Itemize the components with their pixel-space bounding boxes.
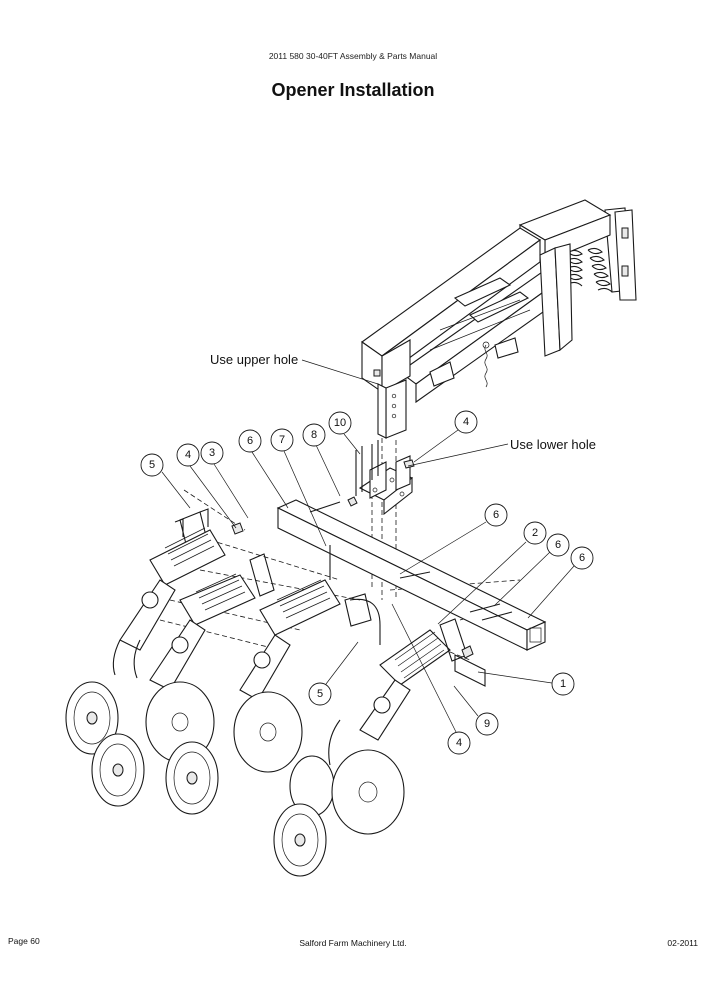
callout-15-label: 5 [317,688,323,700]
callout-13-label: 9 [484,718,490,730]
callout-11-label: 6 [579,552,585,564]
callout-11: 6 [527,546,594,619]
callout-0-label: 5 [149,459,155,471]
gauge-wheels-and-discs [65,681,405,877]
callout-14-label: 4 [456,737,462,749]
note-upper-hole-text: Use upper hole [210,352,298,367]
callout-1-label: 4 [185,449,191,461]
company-name: Salford Farm Machinery Ltd. [299,938,407,948]
bracket-plate-assembly [355,440,415,516]
callout-8-label: 6 [493,509,499,521]
callout-14: 4 [391,603,471,755]
callout-8: 6 [399,503,508,575]
callout-7-label: 4 [463,416,469,428]
note-lower-hole: Use lower hole [407,437,596,467]
callout-6-label: 10 [334,417,346,429]
callout-10-label: 6 [555,539,561,551]
callout-13: 9 [453,685,499,736]
callout-1: 4 [176,443,237,529]
toolbar-tube [231,496,547,651]
page-number: Page 60 [8,936,40,946]
callout-2: 3 [200,441,249,519]
opener-unit-right [328,618,486,766]
callout-6: 10 [328,411,361,455]
callout-5-label: 8 [311,429,317,441]
manual-header: 2011 580 30-40FT Assembly & Parts Manual [268,51,438,61]
note-lower-hole-text: Use lower hole [510,437,596,452]
opener-unit-mid-right [239,579,381,701]
opener-unit-mid-left [133,553,275,691]
note-upper-hole: Use upper hole [210,352,379,385]
callout-3-label: 6 [247,435,253,447]
callout-5: 8 [302,423,341,497]
callout-9: 2 [437,521,547,625]
page-title: Opener Installation [271,80,435,100]
callout-4: 7 [270,428,327,547]
callout-12: 1 [477,671,575,696]
callout-9-label: 2 [532,527,538,539]
callout-2-label: 3 [209,447,215,459]
callout-15: 5 [308,641,359,706]
revision-date: 02-2011 [667,938,698,948]
callout-3: 6 [238,429,289,509]
callout-4-label: 7 [279,434,285,446]
callout-10: 6 [493,533,570,607]
callout-7: 4 [413,410,478,463]
callout-0: 5 [140,453,191,509]
callout-12-label: 1 [560,678,566,690]
opener-unit-far-left [112,508,226,676]
mounting-arm [361,199,637,439]
